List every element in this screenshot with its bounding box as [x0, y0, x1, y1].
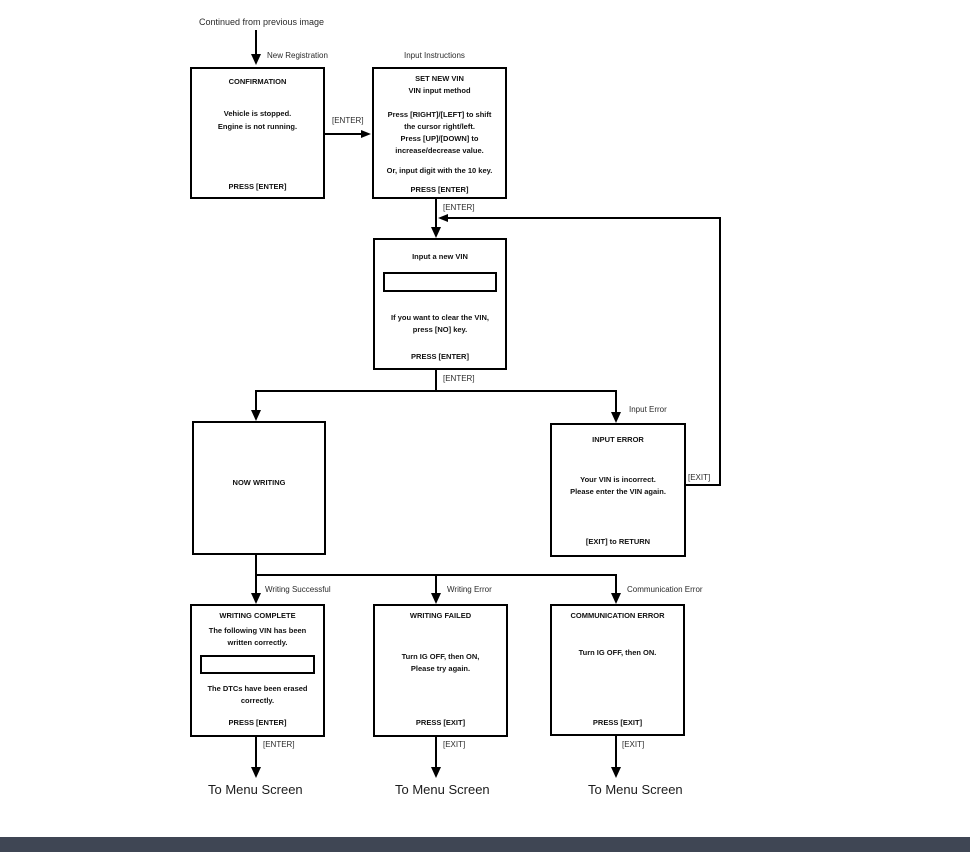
edge-label-exit: [EXIT] — [622, 740, 645, 749]
box-text: written correctly. — [227, 638, 288, 647]
box-title: Input a new VIN — [412, 252, 468, 261]
edge-label-exit: [EXIT] — [687, 472, 712, 483]
caption-input-instructions: Input Instructions — [404, 51, 465, 60]
connector-line — [615, 736, 617, 768]
connector-line — [435, 737, 437, 768]
arrow-down-icon — [431, 593, 441, 604]
box-text: Vehicle is stopped. — [223, 109, 292, 118]
box-text: The DTCs have been erased — [207, 684, 308, 693]
vin-result-field — [200, 655, 315, 674]
arrow-down-icon — [251, 593, 261, 604]
box-text: Turn IG OFF, then ON. — [578, 648, 657, 657]
flow-box-input-error: INPUT ERROR Your VIN is incorrect. Pleas… — [550, 423, 686, 557]
box-title: NOW WRITING — [232, 478, 286, 487]
arrow-down-icon — [611, 593, 621, 604]
box-footer: PRESS [EXIT] — [415, 718, 466, 727]
flow-box-set-new-vin: SET NEW VIN VIN input method Press [RIGH… — [372, 67, 507, 199]
connector-line — [435, 199, 437, 229]
connector-line — [255, 30, 257, 54]
box-footer: PRESS [EXIT] — [592, 718, 643, 727]
box-text: press [NO] key. — [412, 325, 468, 334]
caption-communication-error: Communication Error — [627, 585, 703, 594]
edge-label-enter: [ENTER] — [263, 740, 295, 749]
window-bottom-bar — [0, 837, 970, 852]
box-text: Or, input digit with the 10 key. — [386, 166, 493, 175]
arrow-down-icon — [611, 412, 621, 423]
box-text: Press [RIGHT]/[LEFT] to shift — [387, 110, 492, 119]
box-text: If you want to clear the VIN, — [391, 313, 489, 322]
caption-input-error: Input Error — [629, 405, 667, 414]
to-menu-screen-label: To Menu Screen — [588, 782, 683, 797]
connector-line — [255, 737, 257, 768]
arrow-down-icon — [251, 410, 261, 421]
box-title: WRITING FAILED — [409, 611, 472, 620]
arrow-down-icon — [431, 227, 441, 238]
box-text: Turn IG OFF, then ON, — [401, 652, 480, 661]
connector-line — [447, 217, 721, 219]
box-footer: PRESS [ENTER] — [410, 185, 469, 194]
continued-note: Continued from previous image — [199, 17, 325, 27]
caption-writing-error: Writing Error — [447, 585, 492, 594]
box-text: increase/decrease value. — [395, 146, 484, 155]
connector-line — [255, 390, 617, 392]
connector-line — [435, 574, 437, 594]
box-text: Please enter the VIN again. — [570, 487, 666, 496]
arrow-down-icon — [251, 767, 261, 778]
flow-box-writing-complete: WRITING COMPLETE The following VIN has b… — [190, 604, 325, 737]
edge-label-enter: [ENTER] — [332, 116, 364, 125]
box-title: SET NEW VIN — [415, 74, 464, 83]
box-text: correctly. — [240, 696, 275, 705]
box-title: WRITING COMPLETE — [219, 611, 296, 620]
edge-label-exit: [EXIT] — [443, 740, 466, 749]
connector-line — [615, 390, 617, 413]
arrow-down-icon — [431, 767, 441, 778]
to-menu-screen-label: To Menu Screen — [208, 782, 303, 797]
box-title: CONFIRMATION — [228, 77, 287, 86]
caption-new-registration: New Registration — [267, 51, 328, 60]
connector-line — [325, 133, 362, 135]
connector-line — [255, 574, 257, 594]
box-title: VIN input method — [408, 86, 471, 95]
box-text: The following VIN has been — [208, 626, 307, 635]
flow-box-confirmation: CONFIRMATION Vehicle is stopped. Engine … — [190, 67, 325, 199]
box-footer: [EXIT] to RETURN — [585, 537, 651, 546]
edge-label-enter: [ENTER] — [443, 203, 475, 212]
flow-box-writing-failed: WRITING FAILED Turn IG OFF, then ON, Ple… — [373, 604, 508, 737]
arrow-right-icon — [361, 130, 371, 138]
box-text: the cursor right/left. — [404, 122, 475, 131]
box-text: Engine is not running. — [217, 122, 298, 131]
arrow-down-icon — [611, 767, 621, 778]
vin-entry-field — [383, 272, 497, 292]
connector-line — [435, 370, 437, 392]
to-menu-screen-label: To Menu Screen — [395, 782, 490, 797]
box-title: COMMUNICATION ERROR — [570, 611, 665, 620]
caption-writing-successful: Writing Successful — [265, 585, 331, 594]
flow-box-now-writing: NOW WRITING — [192, 421, 326, 555]
arrow-left-icon — [438, 214, 448, 222]
box-text: Press [UP]/[DOWN] to — [400, 134, 479, 143]
box-footer: PRESS [ENTER] — [228, 718, 287, 727]
connector-line — [615, 574, 617, 594]
flow-box-communication-error: COMMUNICATION ERROR Turn IG OFF, then ON… — [550, 604, 685, 736]
box-footer: PRESS [ENTER] — [228, 182, 287, 191]
box-title: INPUT ERROR — [592, 435, 644, 444]
flow-box-input-vin: Input a new VIN If you want to clear the… — [373, 238, 507, 370]
box-text: Please try again. — [410, 664, 471, 673]
box-text: Your VIN is incorrect. — [580, 475, 656, 484]
connector-line — [255, 555, 257, 576]
edge-label-enter: [ENTER] — [443, 374, 475, 383]
arrow-down-icon — [251, 54, 261, 65]
connector-line — [719, 217, 721, 486]
connector-line — [255, 390, 257, 411]
box-footer: PRESS [ENTER] — [411, 352, 469, 361]
connector-line — [686, 484, 721, 486]
